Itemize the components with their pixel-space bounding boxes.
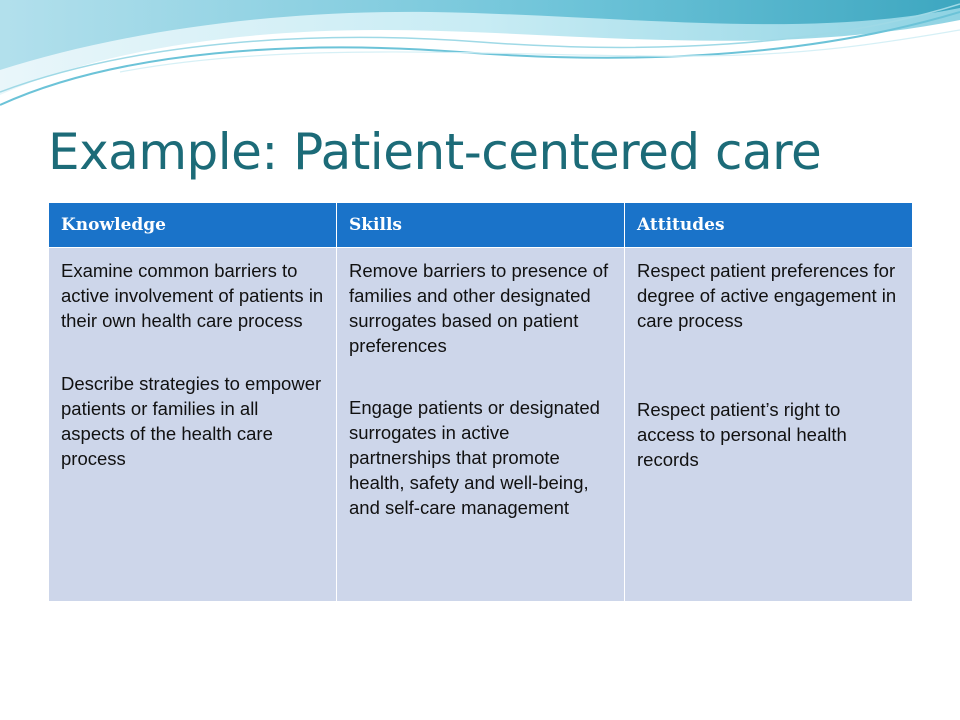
header-attitudes: Attitudes — [624, 202, 913, 248]
table-row: Examine common barriers to active involv… — [48, 247, 913, 602]
skills-item: Engage patients or designated surrogates… — [349, 397, 600, 518]
decorative-wave-banner — [0, 0, 960, 106]
attitudes-item: Respect patient’s right to access to per… — [637, 399, 847, 470]
knowledge-item: Examine common barriers to active involv… — [61, 260, 324, 331]
knowledge-cell: Examine common barriers to active involv… — [48, 247, 337, 602]
slide-title: Example: Patient-centered care — [48, 123, 822, 181]
table-header-row: Knowledge Skills Attitudes — [48, 202, 913, 248]
skills-item: Remove barriers to presence of families … — [349, 260, 609, 356]
header-knowledge: Knowledge — [48, 202, 337, 248]
header-skills: Skills — [336, 202, 625, 248]
skills-cell: Remove barriers to presence of families … — [336, 247, 625, 602]
competency-table: Knowledge Skills Attitudes Examine commo… — [48, 202, 913, 602]
attitudes-cell: Respect patient preferences for degree o… — [624, 247, 913, 602]
knowledge-item: Describe strategies to empower patients … — [61, 373, 322, 469]
attitudes-item: Respect patient preferences for degree o… — [637, 260, 897, 331]
